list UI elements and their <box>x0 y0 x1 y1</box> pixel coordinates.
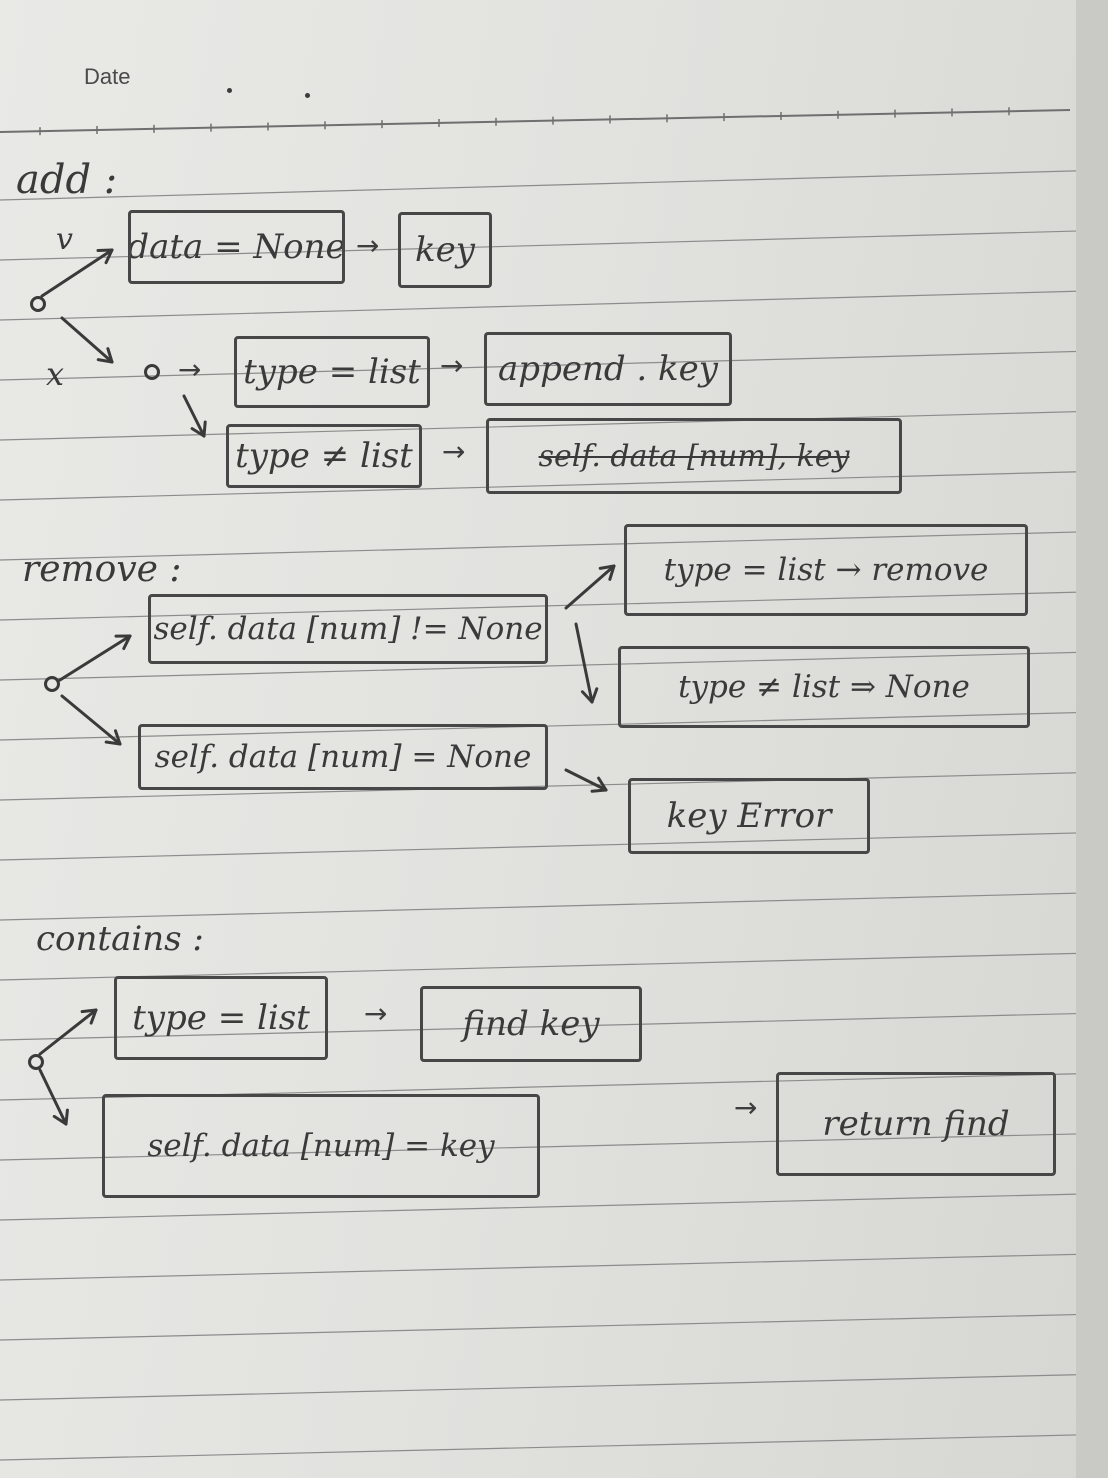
ruled-line <box>0 289 1108 321</box>
contains-section-label: contains : <box>36 919 204 959</box>
ruled-line <box>0 350 1108 381</box>
contains-find-key-box: find key <box>420 986 642 1062</box>
add-self-data-box: self. data [num], key <box>486 418 902 494</box>
contains-return-find-box: return find <box>776 1072 1056 1176</box>
ruled-line <box>0 169 1108 201</box>
contains-decision-node <box>28 1054 44 1070</box>
remove-section-label: remove : <box>22 549 182 590</box>
contains-self-data-key-box: self. data [num] = key <box>102 1094 540 1198</box>
arrow-icon: → <box>442 435 466 468</box>
ruled-line <box>0 1012 1108 1041</box>
remove-is-none-box: self. data [num] = None <box>138 724 548 790</box>
add-append-key-box: append . key <box>484 332 732 406</box>
add-decision-node <box>30 296 46 312</box>
ruled-line <box>0 229 1108 261</box>
date-label: Date <box>84 64 131 89</box>
arrow-icon: → <box>178 353 202 386</box>
ruled-line <box>0 771 1108 801</box>
ruled-line <box>0 1132 1108 1161</box>
add-type-node <box>144 364 160 380</box>
remove-type-list-box: type = list → remove <box>624 524 1028 616</box>
remove-not-none-box: self. data [num] != None <box>148 594 548 664</box>
ruled-line <box>0 1433 1108 1461</box>
ruled-line <box>0 530 1108 561</box>
date-dot <box>305 93 310 98</box>
ruled-line <box>0 470 1108 501</box>
ruled-line <box>0 711 1108 741</box>
false-mark: x <box>46 355 65 393</box>
arrow-icon: → <box>440 349 464 382</box>
contains-type-list-box: type = list <box>114 976 328 1060</box>
ruled-line <box>0 651 1108 681</box>
ruled-line <box>0 1192 1108 1221</box>
ruled-line <box>0 1373 1108 1401</box>
ruled-line <box>0 952 1108 981</box>
add-data-none-box: data = None <box>128 210 345 284</box>
ruled-line <box>0 1253 1108 1281</box>
remove-key-error-box: key Error <box>628 778 870 854</box>
add-key-box: key <box>398 212 492 288</box>
arrow-icon: → <box>734 1091 758 1124</box>
ruled-line <box>0 831 1108 861</box>
page-edge <box>1076 0 1108 1478</box>
ruled-line <box>0 1313 1108 1341</box>
true-mark: v <box>56 222 73 257</box>
add-type-list-box: type = list <box>234 336 430 408</box>
date-dot <box>227 88 232 93</box>
arrow-icon: → <box>356 229 380 262</box>
ruled-line <box>0 590 1108 621</box>
remove-type-not-list-box: type ≠ list ⇒ None <box>618 646 1030 728</box>
header-rule <box>0 109 1071 133</box>
arrow-icon: → <box>364 997 388 1030</box>
ruled-line <box>0 891 1108 921</box>
add-type-not-list-box: type ≠ list <box>226 424 422 488</box>
remove-decision-node <box>44 676 60 692</box>
add-section-label: add : <box>16 157 118 203</box>
